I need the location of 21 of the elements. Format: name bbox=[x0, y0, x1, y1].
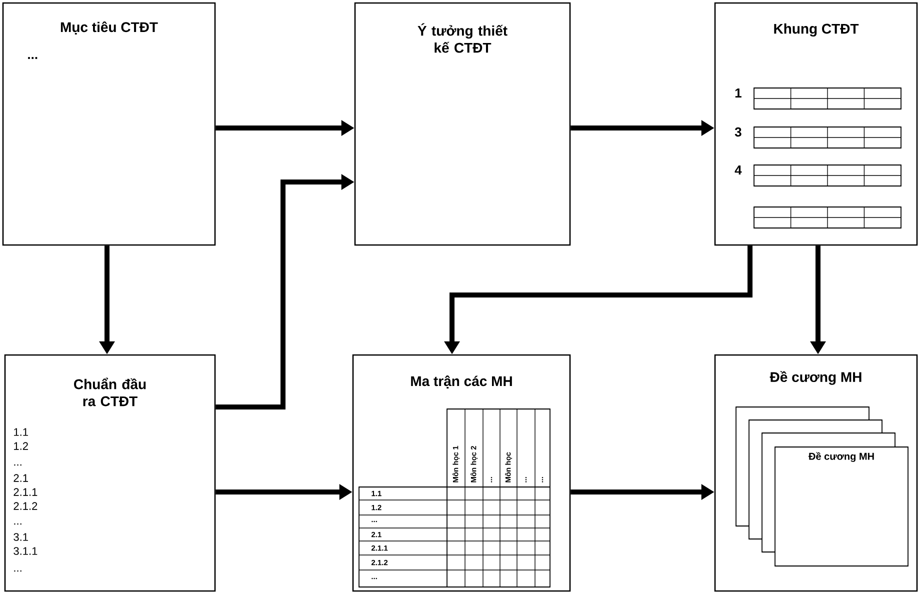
box-title: Khung CTĐT bbox=[774, 23, 859, 37]
box-title: Ma trận các MH bbox=[411, 376, 512, 388]
row-number: 3 bbox=[734, 127, 742, 137]
box-title: Mục tiêu CTĐT bbox=[60, 22, 158, 34]
box-title: Ý tưởng thiết kế CTĐT bbox=[418, 23, 508, 53]
list-item: 1.1 bbox=[14, 428, 28, 436]
list-item: ... bbox=[14, 523, 22, 525]
row-number: 4 bbox=[734, 166, 742, 174]
list-item: 2.1.1 bbox=[14, 488, 38, 496]
list-item: 2.1.2 bbox=[14, 502, 38, 510]
box-title: Đề cương MH bbox=[770, 371, 862, 385]
ellipsis: ... bbox=[28, 57, 38, 59]
page-title: Đề cương MH bbox=[808, 452, 874, 462]
list-item: 3.1 bbox=[14, 533, 28, 541]
list-item: ... bbox=[14, 570, 22, 572]
list-item: 3.1.1 bbox=[14, 547, 38, 555]
row-number: 1 bbox=[735, 88, 742, 98]
list-item: 2.1 bbox=[14, 474, 28, 482]
list-item: 1.2 bbox=[14, 442, 28, 450]
box-title: Chuẩn đầu ra CTĐT bbox=[74, 378, 146, 406]
list-item: ... bbox=[14, 464, 22, 466]
